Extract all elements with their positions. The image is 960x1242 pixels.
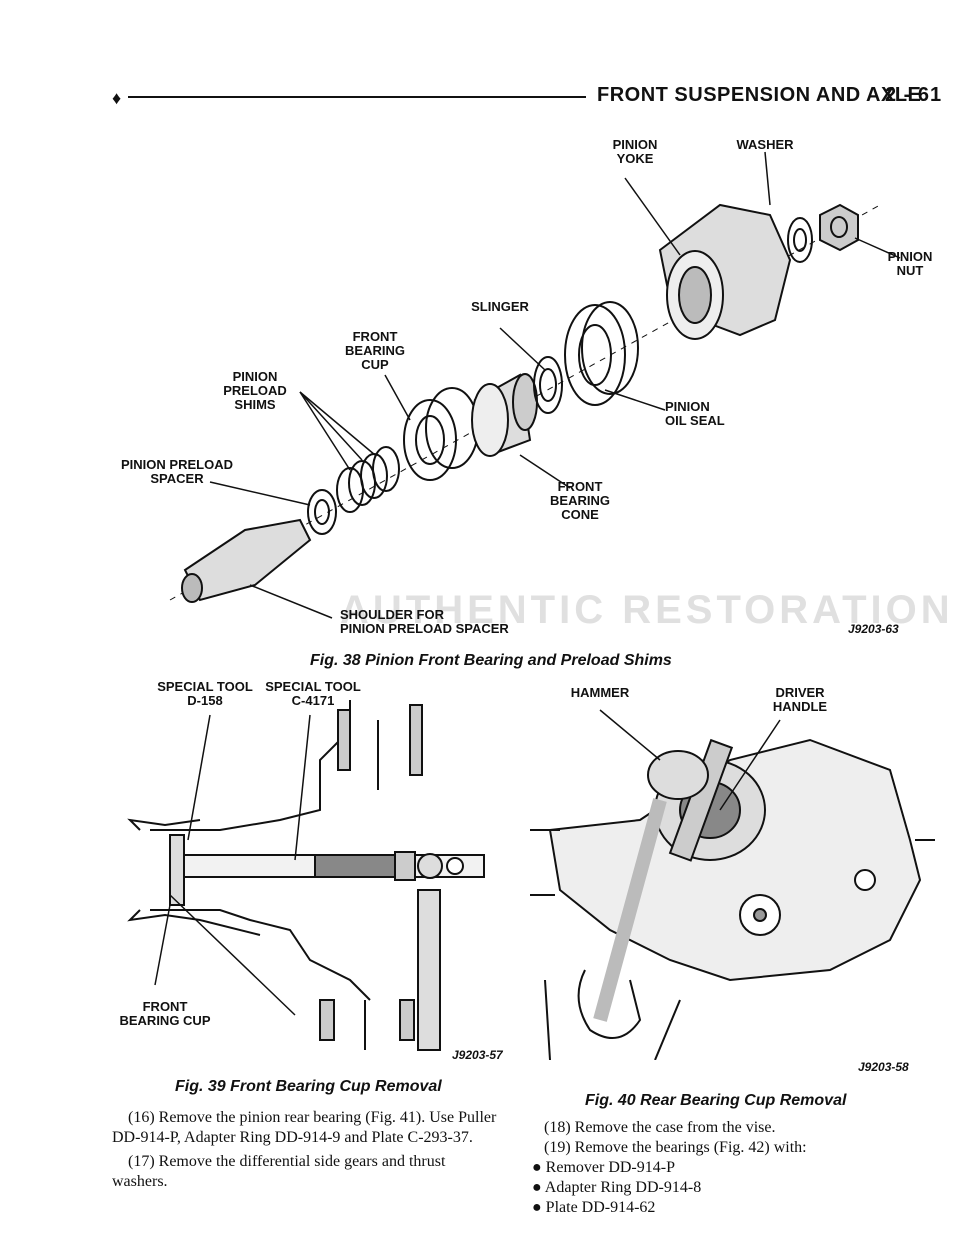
label-front-bearing-cup-39: FRONT BEARING CUP	[119, 999, 211, 1028]
header-diamond-icon: ♦	[112, 88, 122, 108]
bullet-list: ● Remover DD-914-P ● Adapter Ring DD-914…	[532, 1158, 932, 1218]
header-rule	[128, 96, 586, 98]
bullet-item: ● Remover DD-914-P	[532, 1159, 675, 1176]
fig38-code: J9203-63	[848, 622, 899, 636]
label-washer: WASHER	[736, 137, 794, 152]
label-pinion-yoke: PINION YOKE	[600, 138, 670, 166]
fig40-code: J9203-58	[858, 1060, 909, 1074]
label-special-tool-d158: SPECIAL TOOL D-158	[157, 679, 253, 708]
fig38-watermark: AUTHENTIC RESTORATION	[340, 588, 954, 632]
page-number: 2 - 61	[885, 84, 943, 106]
fig39-caption: Fig. 39 Front Bearing Cup Removal	[175, 1078, 442, 1095]
label-shoulder: SHOULDER FOR PINION PRELOAD SPACER	[340, 607, 509, 636]
label-pinion-nut: PINION NUT	[887, 249, 933, 278]
bullet-text-3: Plate DD-914-62	[545, 1199, 656, 1216]
step-17: (17) Remove the differential side gears …	[112, 1153, 446, 1190]
label-slinger: SLINGER	[471, 299, 529, 314]
step-16: (16) Remove the pinion rear bearing (Fig…	[112, 1109, 497, 1146]
bullet-item: ● Adapter Ring DD-914-8	[532, 1179, 702, 1196]
bullet-text-2: Adapter Ring DD-914-8	[544, 1179, 702, 1196]
fig38-caption: Fig. 38 Pinion Front Bearing and Preload…	[310, 652, 672, 669]
fig38-exploded-view	[169, 151, 901, 619]
fig40-drawing	[530, 709, 935, 1060]
label-hammer: HAMMER	[570, 685, 630, 700]
step-19: (19) Remove the bearings (Fig. 42) with:	[544, 1139, 807, 1156]
label-pinion-preload-spacer: PINION PRELOAD SPACER	[121, 457, 233, 486]
label-pinion-preload-shims: PINION PRELOAD SHIMS	[223, 369, 287, 412]
label-pinion-yoke-text: PINION YOKE	[612, 137, 658, 166]
fig39-code: J9203-57	[452, 1048, 503, 1062]
bullet-text-1: Remover DD-914-P	[545, 1159, 675, 1176]
page-section-title: FRONT SUSPENSION AND AXLE	[597, 84, 922, 106]
fig39-drawing	[127, 700, 485, 1051]
left-text-column: (16) Remove the pinion rear bearing (Fig…	[112, 1108, 504, 1192]
fig40-caption: Fig. 40 Rear Bearing Cup Removal	[585, 1092, 847, 1109]
label-special-tool-c4171: SPECIAL TOOL C-4171	[265, 679, 361, 708]
label-front-bearing-cone: FRONT BEARING CONE	[550, 479, 610, 522]
bullet-item: ● Plate DD-914-62	[532, 1199, 656, 1216]
right-text-column: (18) Remove the case from the vise. (19)…	[532, 1118, 932, 1218]
label-pinion-oil-seal: PINION OIL SEAL	[665, 399, 725, 428]
step-18: (18) Remove the case from the vise.	[544, 1119, 776, 1136]
label-front-bearing-cup: FRONT BEARING CUP	[345, 329, 405, 372]
label-driver-handle: DRIVER HANDLE	[772, 685, 828, 714]
